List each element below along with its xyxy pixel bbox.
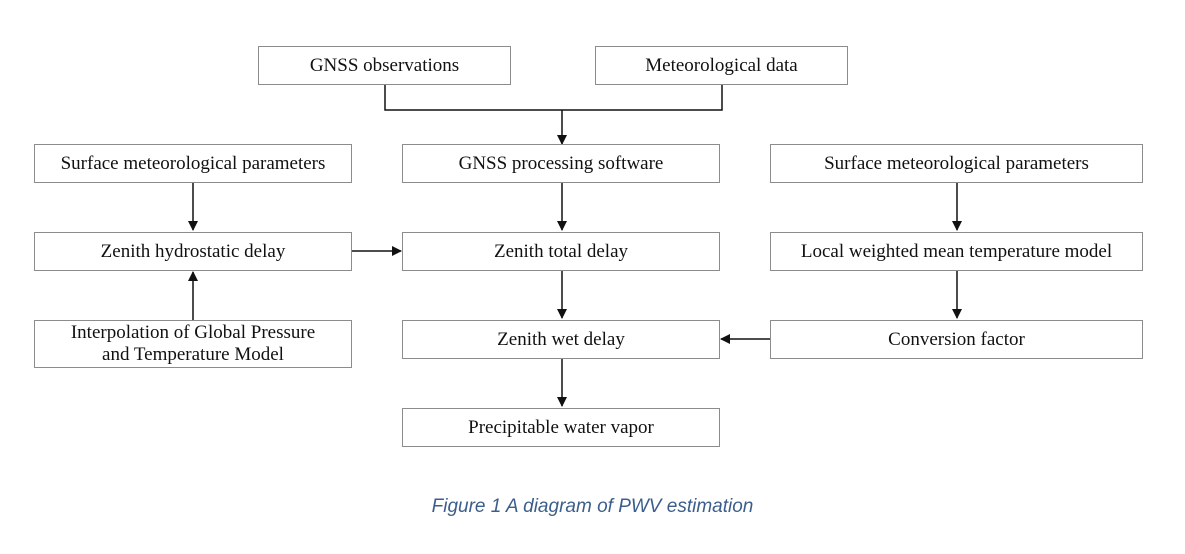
node-gnss-processing: GNSS processing software — [402, 144, 720, 183]
node-zenith-total-delay: Zenith total delay — [402, 232, 720, 271]
node-local-tm-model: Local weighted mean temperature model — [770, 232, 1143, 271]
node-precipitable-water-vapor: Precipitable water vapor — [402, 408, 720, 447]
node-zenith-wet-delay: Zenith wet delay — [402, 320, 720, 359]
node-conversion-factor: Conversion factor — [770, 320, 1143, 359]
node-surface-params-right: Surface meteorological parameters — [770, 144, 1143, 183]
figure-caption: Figure 1 A diagram of PWV estimation — [431, 496, 754, 517]
node-zenith-hydrostatic-delay: Zenith hydrostatic delay — [34, 232, 352, 271]
node-gnss-observations: GNSS observations — [258, 46, 511, 85]
node-meteorological-data: Meteorological data — [595, 46, 848, 85]
edge-gnss-observations-to-merge — [384, 85, 723, 111]
node-surface-params-left: Surface meteorological parameters — [34, 144, 352, 183]
node-gpt-interpolation: Interpolation of Global Pressure and Tem… — [34, 320, 352, 368]
